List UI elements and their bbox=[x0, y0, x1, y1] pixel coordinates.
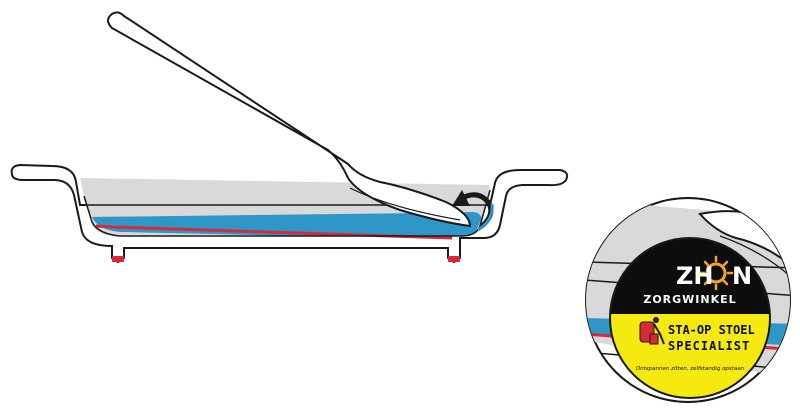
lift-chair-icon bbox=[639, 317, 665, 345]
plate-diagram bbox=[10, 163, 569, 264]
right-foot bbox=[448, 256, 460, 262]
curved-arrow-icon bbox=[452, 190, 494, 232]
brand-subtitle: ZORGWINKEL bbox=[643, 293, 736, 306]
sloped-base-line bbox=[95, 224, 453, 240]
spoon-icon bbox=[107, 11, 471, 227]
badge-line-1: STA-OP STOEL bbox=[668, 323, 755, 337]
brand-name-right: N bbox=[732, 262, 752, 290]
badge-line-2: SPECIALIST bbox=[668, 339, 750, 353]
badge-tagline: Ontspannen zitten, zelfstandig opstaan bbox=[636, 366, 745, 372]
plate-inner-edge bbox=[83, 189, 491, 237]
sun-logo-icon bbox=[698, 255, 734, 291]
left-foot bbox=[112, 256, 124, 262]
brand-name-left: ZH bbox=[676, 262, 714, 290]
